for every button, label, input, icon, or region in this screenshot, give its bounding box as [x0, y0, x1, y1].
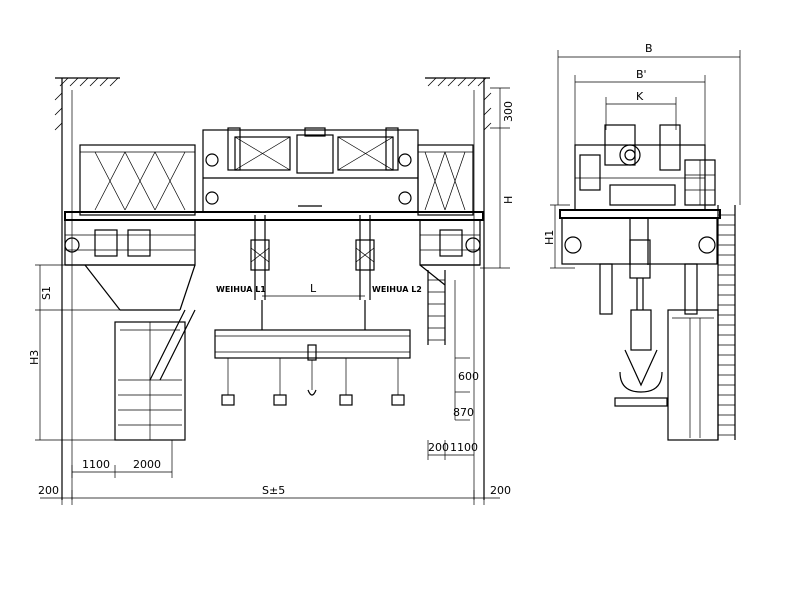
dim-300: 300 [502, 101, 515, 122]
dim-200-inner-right: 200 [428, 441, 449, 454]
side-hook [614, 239, 668, 407]
main-girder [64, 211, 484, 266]
hook-label-right: WEIHUA L2 [372, 285, 422, 294]
magnets [221, 344, 405, 406]
dim-H: H [502, 196, 515, 204]
dim-600: 600 [458, 370, 479, 383]
dim-H1: H1 [543, 230, 556, 245]
dim-span: S±5 [262, 484, 285, 497]
left-walkway-railing [79, 144, 196, 216]
dim-K: K [636, 90, 644, 103]
dim-L: L [310, 282, 317, 295]
front-view: 200 S±5 200 1100 2000 200 1100 870 600 3… [28, 77, 515, 505]
dim-200-left: 200 [38, 484, 59, 497]
dim-S1: S1 [40, 286, 53, 300]
dim-B-prime: B' [636, 68, 647, 81]
side-girder [559, 209, 721, 315]
dim-H3: H3 [28, 350, 41, 365]
dim-870: 870 [453, 406, 474, 419]
dim-1100-left: 1100 [82, 458, 110, 471]
dim-2000: 2000 [133, 458, 161, 471]
hook-left [250, 215, 270, 330]
dim-1100-right: 1100 [450, 441, 478, 454]
side-trolley [574, 124, 716, 211]
side-stairs [717, 205, 736, 440]
side-dimension-lines [550, 50, 741, 269]
left-cabin-frame [84, 264, 196, 441]
side-cabin [667, 309, 719, 441]
right-ladder [419, 264, 446, 345]
hook-label-left: WEIHUA L1 [216, 285, 266, 294]
trolley [202, 127, 419, 213]
dim-B: B [645, 42, 653, 55]
left-building-wall [54, 77, 120, 500]
dim-200-right: 200 [490, 484, 511, 497]
right-walkway-railing [417, 144, 474, 216]
front-dimension-lines [35, 87, 510, 505]
lifting-beam [214, 329, 411, 359]
hook-right [355, 215, 375, 330]
right-building-wall [425, 77, 492, 500]
side-view: B B' K H1 [543, 42, 741, 441]
